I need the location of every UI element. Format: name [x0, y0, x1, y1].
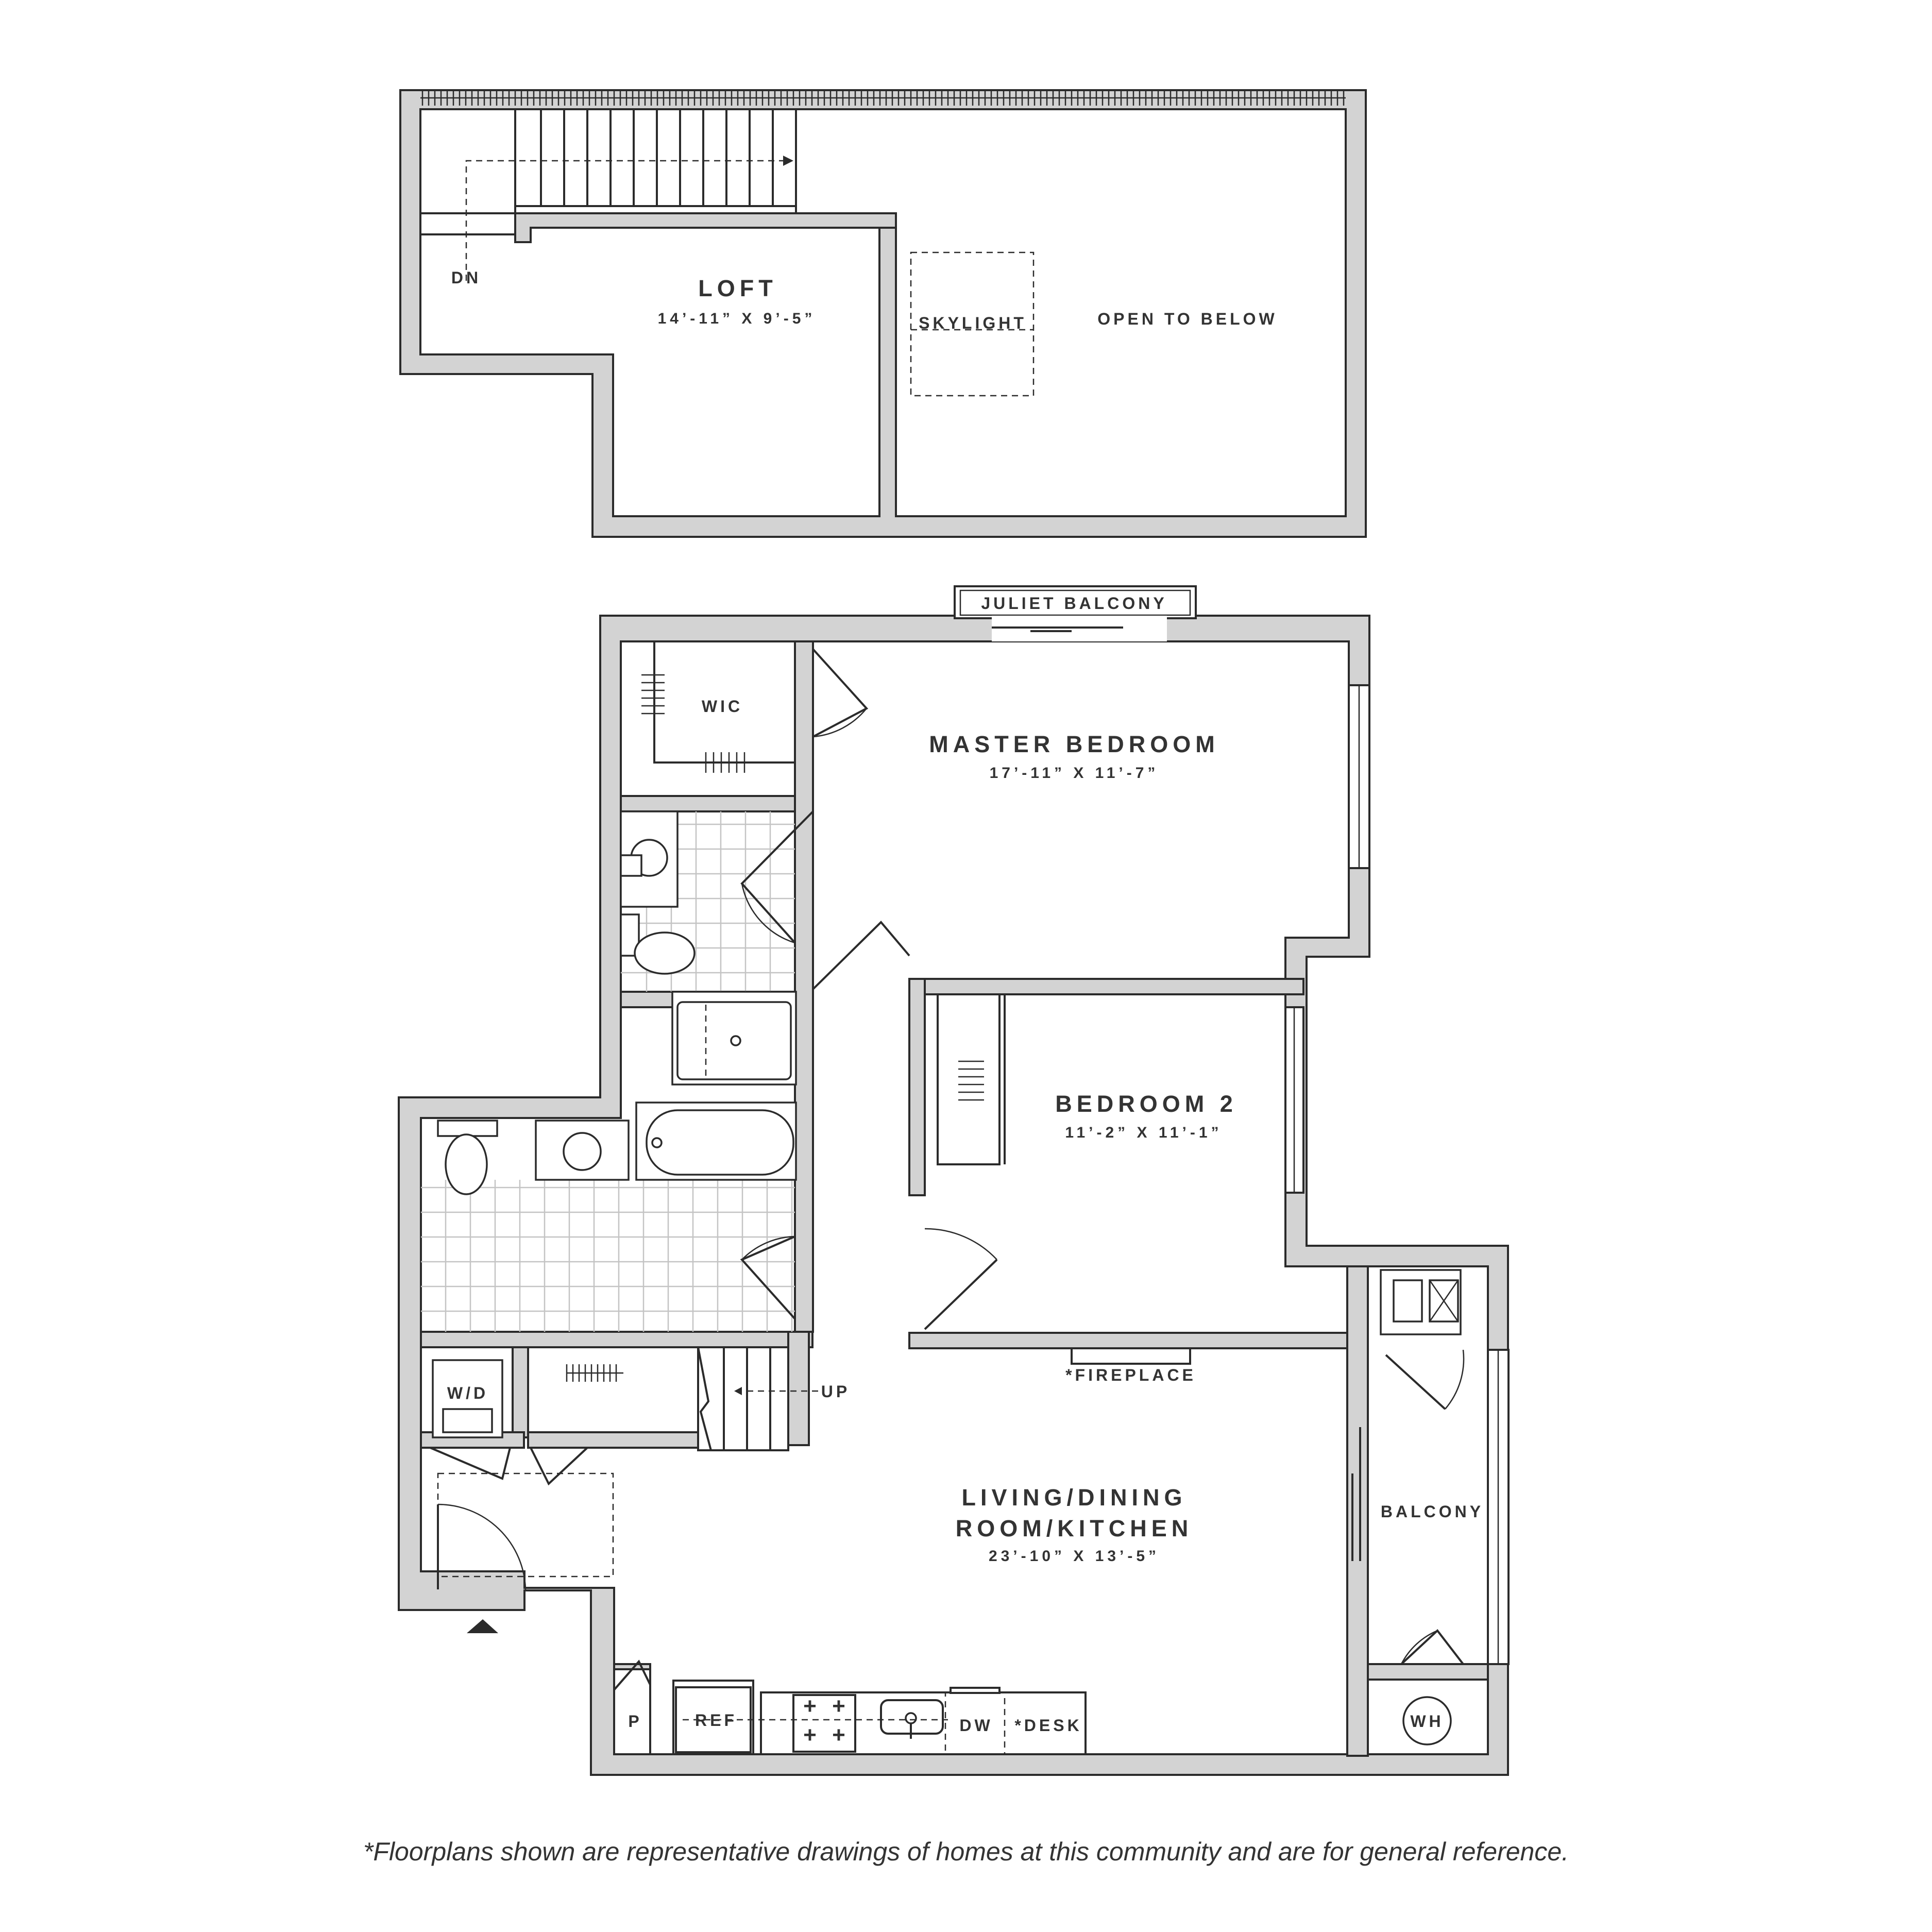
loft-stair-arrow: [783, 156, 793, 166]
bathroom-1: [620, 810, 910, 1086]
juliet-balcony: [954, 585, 1197, 641]
windows: [1284, 684, 1510, 1665]
master-bedroom-title: MASTER BEDROOM: [929, 731, 1219, 757]
living-dimensions: 23’-10” X 13’-5”: [989, 1548, 1160, 1565]
living-title-line1: LIVING/DINING: [961, 1484, 1187, 1511]
balcony-sliding-door: [1351, 1427, 1361, 1561]
svg-text:+: +: [803, 1693, 817, 1719]
svg-text:+: +: [803, 1722, 817, 1748]
fireplace: [1071, 1347, 1191, 1365]
bedroom2-title: BEDROOM 2: [1055, 1091, 1238, 1117]
washer-dryer-label: W/D: [447, 1384, 488, 1402]
skylight-label: SKYLIGHT: [919, 314, 1027, 332]
up-label: UP: [821, 1382, 850, 1401]
balcony-label: BALCONY: [1381, 1502, 1484, 1521]
bathroom-2: [421, 1101, 797, 1332]
balcony-closet: [1367, 1269, 1465, 1427]
main-level: + + + + JULIET BALCONY WIC MASTER BEDROO…: [398, 585, 1510, 1776]
desk-label: *DESK: [1014, 1716, 1082, 1735]
bedroom2-dimensions: 11’-2” X 11’-1”: [1065, 1124, 1222, 1141]
svg-text:+: +: [832, 1693, 845, 1719]
main-outer-walls: [398, 615, 1509, 1776]
pantry-label: P: [628, 1712, 642, 1731]
svg-text:+: +: [832, 1722, 845, 1748]
bedroom2-closet: [924, 993, 1006, 1330]
living-title-line2: ROOM/KITCHEN: [956, 1515, 1193, 1541]
loft-stair-treads: [540, 109, 774, 206]
walk-in-closet: [641, 641, 869, 773]
open-to-below-label: OPEN TO BELOW: [1097, 310, 1277, 328]
water-heater-label: WH: [1410, 1712, 1444, 1731]
laundry-and-entry: [430, 1359, 623, 1633]
wic-label: WIC: [702, 697, 743, 716]
railing-ticks: [421, 91, 1345, 106]
refrigerator-label: REF: [695, 1711, 737, 1730]
juliet-balcony-label: JULIET BALCONY: [981, 594, 1167, 613]
water-heater-closet: [1400, 1629, 1464, 1745]
kitchen: + + + +: [613, 1659, 1087, 1755]
fireplace-label: *FIREPLACE: [1065, 1366, 1196, 1384]
entry-arrow: [467, 1619, 498, 1633]
dishwasher-label: DW: [959, 1716, 993, 1735]
skylight-outline: [910, 251, 1035, 397]
loft-dimensions: 14’-11” X 9’-5”: [658, 310, 816, 327]
main-stairs: [697, 1346, 824, 1451]
disclaimer: *Floorplans shown are representative dra…: [363, 1837, 1569, 1866]
loft-stair-path: [465, 160, 783, 281]
loft-partition: [514, 212, 897, 243]
master-bedroom-dimensions: 17’-11” X 11’-7”: [990, 765, 1159, 782]
loft-level: DN LOFT 14’-11” X 9’-5” SKYLIGHT OPEN TO…: [399, 89, 1367, 538]
loft-title: LOFT: [698, 275, 777, 301]
loft-stair-label: DN: [451, 268, 481, 287]
